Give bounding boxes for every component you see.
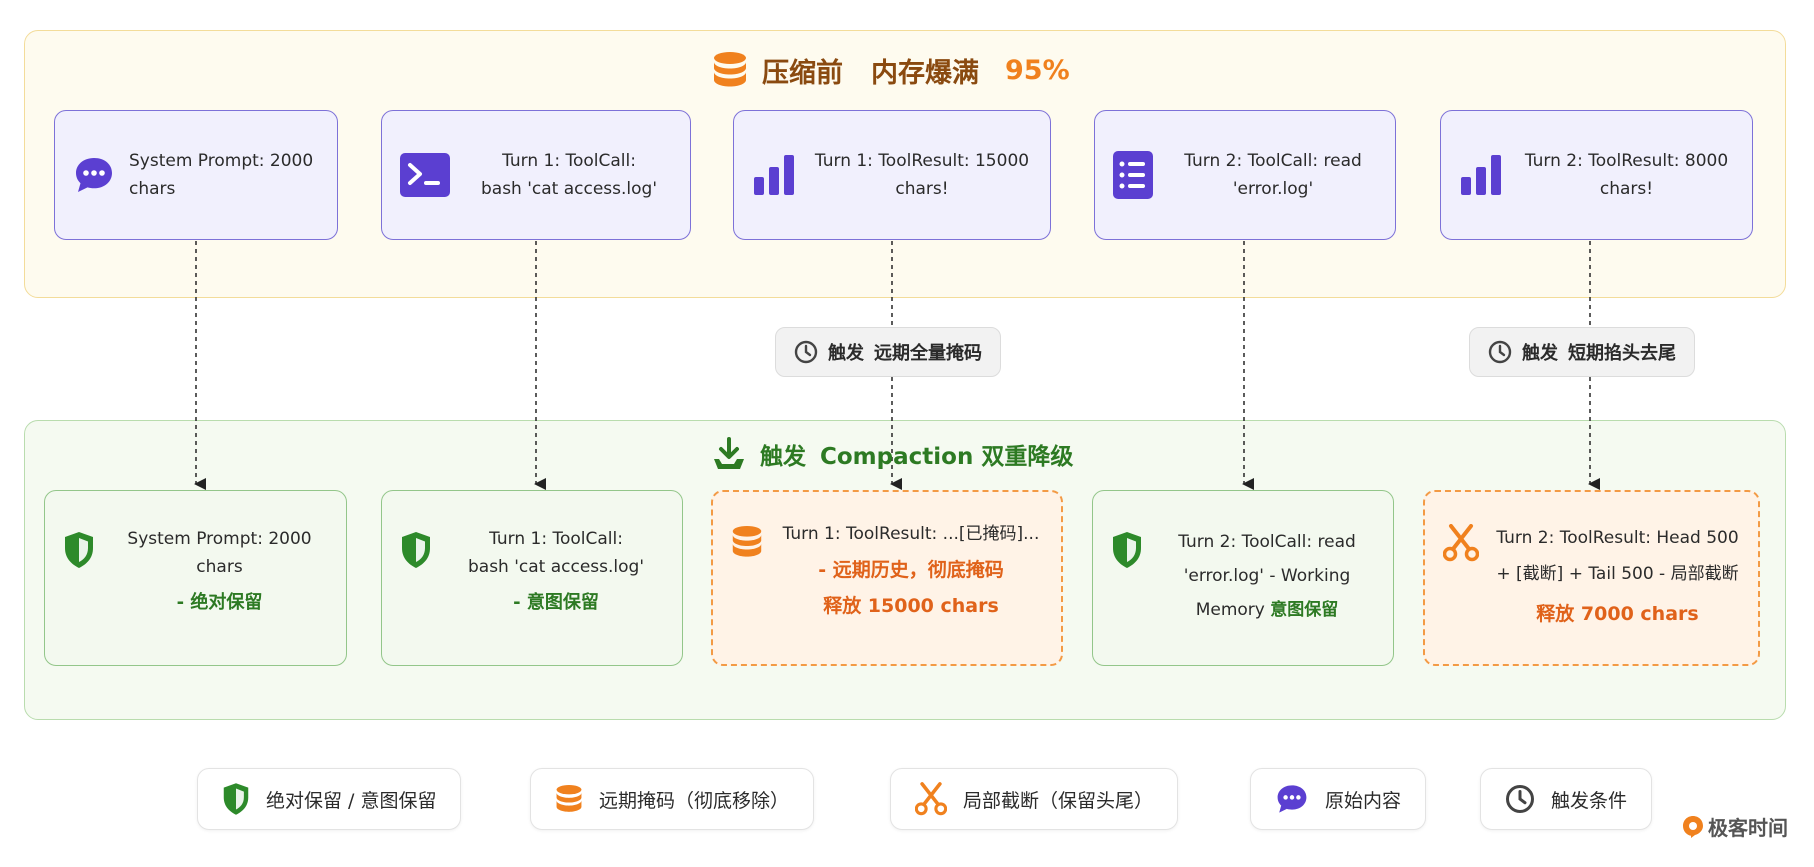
- brand-logo: 极客时间: [1682, 812, 1788, 841]
- chat-bubble-icon: [1275, 783, 1309, 815]
- shield-icon: [400, 531, 432, 569]
- card-note: - 远期历史，彻底掩码: [818, 559, 1004, 581]
- original-card-turn2-toolresult: Turn 2: ToolResult: 8000 chars!: [1440, 110, 1753, 240]
- legend-item-preserve: 绝对保留 / 意图保留: [197, 768, 462, 830]
- clock-icon: [1505, 784, 1535, 814]
- card-line-1: Turn 2: ToolCall: read: [1184, 151, 1362, 171]
- card-line-3: Memory 意图保留: [1157, 593, 1377, 627]
- compacted-card-turn1-toolcall: Turn 1: ToolCall: bash 'cat access.log' …: [381, 490, 683, 666]
- card-line-1: Turn 1: ToolCall:: [489, 529, 623, 549]
- legend-item-original: 原始内容: [1250, 768, 1427, 830]
- after-title-prefix: 触发: [760, 444, 806, 470]
- trigger-text: 短期掐头去尾: [1568, 343, 1676, 364]
- compacted-card-system-prompt: System Prompt: 2000 chars - 绝对保留: [44, 490, 347, 666]
- card-note: - 绝对保留: [176, 592, 263, 613]
- legend-item-mask: 远期掩码（彻底移除）: [530, 768, 815, 830]
- original-card-turn1-toolcall: Turn 1: ToolCall: bash 'cat access.log': [381, 110, 691, 240]
- card-line-3-text: Memory: [1195, 600, 1265, 620]
- geektime-logo-icon: [1682, 815, 1704, 839]
- legend-label: 绝对保留 / 意图保留: [266, 789, 437, 812]
- trigger-text: 远期全量掩码: [874, 343, 982, 364]
- card-line-2: chars!: [895, 179, 949, 199]
- card-text: System Prompt: 2000 chars: [129, 151, 314, 199]
- original-card-turn1-toolresult: Turn 1: ToolResult: 15000 chars!: [733, 110, 1051, 240]
- compacted-card-turn2-toolcall: Turn 2: ToolCall: read 'error.log' - Wor…: [1092, 490, 1394, 666]
- legend-label: 局部截断（保留头尾）: [963, 789, 1154, 812]
- scissors-icon: [915, 782, 947, 816]
- shield-icon: [63, 531, 95, 569]
- card-main: System Prompt: 2000 chars: [127, 529, 312, 577]
- card-line-2: 'error.log': [1232, 179, 1314, 199]
- original-card-turn2-toolcall: Turn 2: ToolCall: read 'error.log': [1094, 110, 1396, 240]
- card-note: 意图保留: [1270, 600, 1339, 620]
- trigger-badge-short-term-trim: 触发 短期掐头去尾: [1469, 327, 1695, 377]
- database-icon: [731, 524, 763, 560]
- legend-item-truncate: 局部截断（保留头尾）: [890, 768, 1179, 830]
- bar-chart-icon: [1459, 153, 1503, 197]
- bar-chart-icon: [752, 153, 796, 197]
- logo-text: 极客时间: [1708, 816, 1788, 840]
- original-card-system-prompt: System Prompt: 2000 chars: [54, 110, 338, 240]
- before-panel-title: 压缩前 内存爆满 95%: [712, 48, 1070, 92]
- compacted-card-turn2-toolresult: Turn 2: ToolResult: Head 500 + [截断] + Ta…: [1423, 490, 1760, 666]
- before-title-text: 压缩前: [762, 57, 843, 89]
- card-line-2: chars!: [1599, 179, 1654, 199]
- trigger-badge-long-term-mask: 触发 远期全量掩码: [775, 327, 1001, 377]
- legend-item-trigger: 触发条件: [1480, 768, 1653, 830]
- shield-icon: [1111, 531, 1143, 569]
- download-tray-icon: [712, 437, 746, 471]
- trigger-label: 触发: [1522, 343, 1558, 364]
- card-release: 释放 15000 chars: [823, 595, 999, 617]
- terminal-icon: [400, 153, 450, 197]
- card-line-2: bash 'cat access.log': [467, 557, 645, 577]
- compacted-card-turn1-toolresult: Turn 1: ToolResult: ...[已掩码]... - 远期历史，彻…: [711, 490, 1063, 666]
- after-title-main: Compaction 双重降级: [820, 444, 1074, 470]
- legend-label: 原始内容: [1325, 789, 1402, 812]
- card-line-1: Turn 2: ToolResult: 8000: [1524, 151, 1729, 171]
- chat-bubble-icon: [73, 155, 115, 195]
- memory-percent: 95%: [1005, 54, 1070, 86]
- card-line-2: + [截断] + Tail 500 - 局部截断: [1496, 564, 1739, 584]
- document-list-icon: [1113, 151, 1153, 199]
- trigger-label: 触发: [828, 343, 864, 364]
- card-release: 释放 7000 chars: [1536, 603, 1699, 625]
- card-main: Turn 1: ToolResult: ...[已掩码]...: [782, 524, 1040, 544]
- legend-label: 远期掩码（彻底移除）: [599, 789, 790, 812]
- card-line-2: 'error.log' - Working: [1183, 566, 1351, 586]
- clock-icon: [1488, 340, 1512, 364]
- after-panel-title: 触发 Compaction 双重降级: [712, 434, 1073, 474]
- card-line-1: Turn 2: ToolResult: Head 500: [1496, 528, 1739, 548]
- card-line-1: Turn 1: ToolResult: 15000: [814, 151, 1030, 171]
- shield-icon: [222, 782, 250, 816]
- database-icon: [712, 50, 748, 90]
- legend-label: 触发条件: [1551, 789, 1628, 812]
- card-note: - 意图保留: [513, 592, 599, 613]
- card-line-1: Turn 2: ToolCall: read: [1178, 532, 1356, 552]
- card-line-1: Turn 1: ToolCall:: [502, 151, 636, 171]
- clock-icon: [794, 340, 818, 364]
- database-icon: [555, 783, 583, 815]
- before-subtitle-text: 内存爆满: [871, 57, 979, 89]
- scissors-icon: [1443, 524, 1479, 562]
- card-line-2: bash 'cat access.log': [480, 179, 658, 199]
